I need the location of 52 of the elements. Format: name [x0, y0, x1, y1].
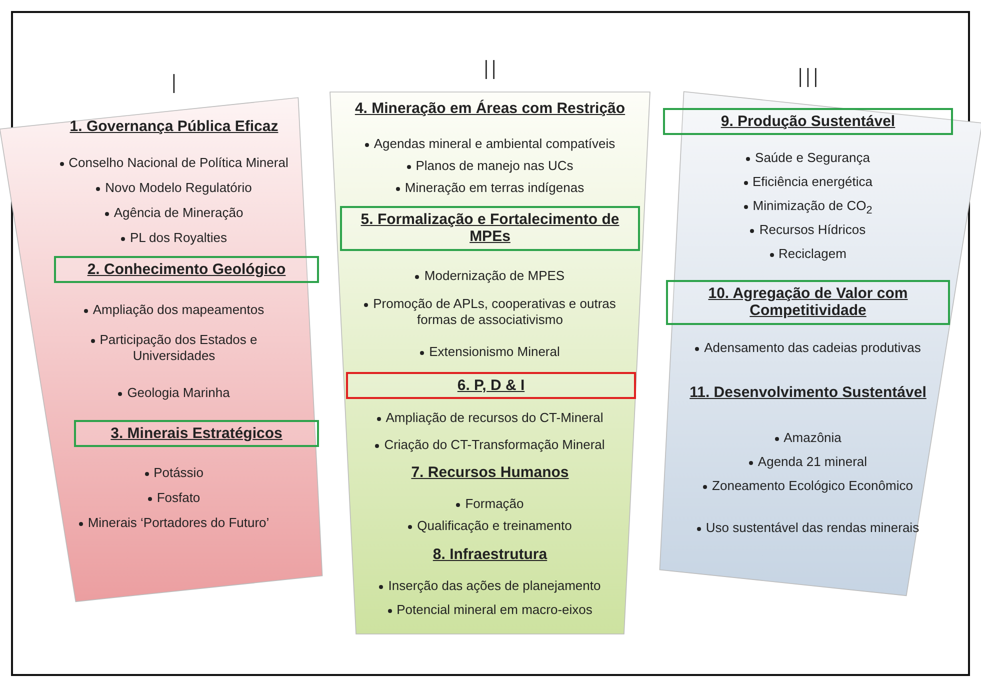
column-numeral: I	[169, 70, 179, 100]
heading-box	[666, 280, 950, 324]
bullet-item: Promoção de APLs, cooperativas e outras formas de associativismo	[356, 296, 624, 328]
bullet-item: Mineração em terras indígenas	[356, 180, 624, 196]
heading-box	[663, 108, 953, 136]
bullet-item: Agenda 21 mineral	[684, 454, 932, 470]
bullet-item: Saúde e Segurança	[684, 150, 932, 166]
bullet-item: Recursos Hídricos	[684, 222, 932, 238]
bullet-item: Eficiência energética	[684, 174, 932, 190]
bullet-item: Ampliação dos mapeamentos	[50, 302, 298, 318]
bullet-item: Agência de Mineração	[50, 205, 298, 221]
section-heading: 10. Agregação de Valor com Competitividade	[707, 285, 909, 320]
section-heading: 9. Produção Sustentável	[720, 113, 896, 130]
bullet-item: Adensamento das cadeias produtivas	[684, 340, 932, 356]
section-heading: 4. Mineração em Áreas com Restrição	[354, 100, 626, 118]
bullet-item: Minimização de CO$_{2}$	[684, 198, 932, 218]
bullet-item: Criação do CT-Transformação Mineral	[356, 437, 624, 453]
bullet-item: Planos de manejo nas UCs	[356, 158, 624, 174]
heading-box	[340, 206, 640, 250]
bullet-item: Novo Modelo Regulatório	[50, 180, 298, 196]
section-heading: 6. P, D & I	[456, 377, 526, 394]
section-heading: 11. Desenvolvimento Sustentável	[688, 384, 928, 402]
column-numeral: II	[481, 56, 499, 86]
bullet-item: Conselho Nacional de Política Mineral	[50, 155, 298, 171]
bullet-item: Uso sustentável das rendas minerais	[684, 520, 932, 536]
section-heading: 1. Governança Pública Eficaz	[68, 118, 280, 136]
section-heading: 8. Infraestrutura	[432, 546, 548, 564]
section-heading: 7. Recursos Humanos	[410, 464, 570, 482]
bullet-item: Minerais ‘Portadores do Futuro’	[50, 515, 298, 531]
section-heading: 5. Formalização e Fortalecimento de MPEs	[360, 211, 620, 246]
bullet-item: Potássio	[50, 465, 298, 481]
bullet-item: Reciclagem	[684, 246, 932, 262]
bullet-item: Agendas mineral e ambiental compatíveis	[356, 136, 624, 152]
bullet-item: Inserção das ações de planejamento	[356, 578, 624, 594]
bullet-item: Geologia Marinha	[50, 385, 298, 401]
bullet-item: Potencial mineral em macro-eixos	[356, 602, 624, 618]
section-heading: 2. Conhecimento Geológico	[86, 261, 287, 278]
heading-box	[346, 372, 636, 400]
bullet-item: Ampliação de recursos do CT-Mineral	[356, 410, 624, 426]
section-heading: 3. Minerais Estratégicos	[110, 425, 284, 442]
heading-box	[74, 420, 319, 448]
bullet-item: Formação	[356, 496, 624, 512]
bullet-item: Extensionismo Mineral	[356, 344, 624, 360]
bullet-item: Zoneamento Ecológico Econômico	[684, 478, 932, 494]
bullet-item: Qualificação e treinamento	[356, 518, 624, 534]
bullet-item: Fosfato	[50, 490, 298, 506]
bullet-item: Participação dos Estados e Universidades	[50, 332, 298, 364]
bullet-item: Amazônia	[684, 430, 932, 446]
heading-box	[54, 256, 319, 284]
bullet-item: PL dos Royalties	[50, 230, 298, 246]
column-numeral: III	[795, 64, 820, 94]
bullet-item: Modernização de MPES	[356, 268, 624, 284]
